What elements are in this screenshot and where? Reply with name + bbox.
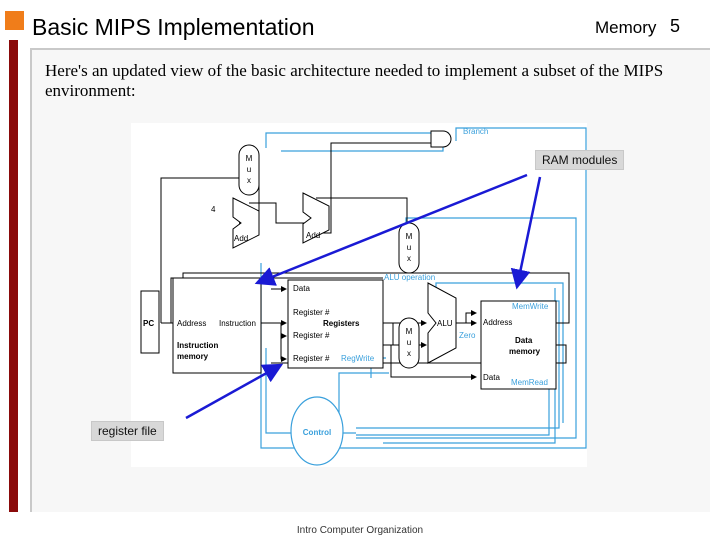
svg-text:Register #: Register # [293,354,330,363]
pc-mux: M u x [238,144,260,196]
svg-text:Data: Data [483,373,500,382]
svg-text:Address: Address [483,318,512,327]
svg-text:ALU: ALU [437,319,453,328]
program-counter: PC [140,290,160,354]
svg-text:PC: PC [143,319,154,328]
branch-label: Branch [463,127,488,136]
svg-text:MemWrite: MemWrite [512,302,549,311]
constant-four: 4 [211,205,216,214]
ram-modules-callout: RAM modules [535,150,625,170]
svg-text:Instruction: Instruction [177,341,218,350]
svg-text:Data: Data [515,336,533,345]
register-file: Data Register # Registers Register # Reg… [287,279,384,369]
regsrc-mux: M u x [398,317,420,369]
svg-text:x: x [407,349,411,358]
page-number: 5 [670,16,681,36]
svg-text:Registers: Registers [323,319,360,328]
svg-text:Add: Add [306,231,320,240]
svg-text:Control: Control [303,428,331,437]
slide-title: Basic MIPS Implementation [32,14,315,40]
arrow-to-instruction-memory [254,173,528,286]
svg-text:Add: Add [234,234,248,243]
arrow-to-register-file [185,363,284,420]
svg-text:x: x [247,176,251,185]
svg-text:Data: Data [293,284,310,293]
footer-text: Intro Computer Organization [296,525,424,536]
alu-operation-label: ALU operation [384,273,435,282]
intro-text: Here's an updated view of the basic arch… [45,61,664,100]
svg-text:Register #: Register # [293,331,330,340]
svg-text:u: u [407,243,411,252]
svg-text:RegWrite: RegWrite [341,354,375,363]
branch-and-gate [430,130,452,148]
adder-pc-plus-4: Add [232,197,260,249]
svg-text:Zero: Zero [459,331,476,340]
svg-text:x: x [407,254,411,263]
svg-text:Address: Address [177,319,206,328]
svg-text:u: u [247,165,251,174]
svg-text:M: M [406,232,413,241]
instruction-memory: Address Instruction Instruction memory [172,277,262,374]
svg-text:Instruction: Instruction [219,319,256,328]
left-accent-bar [9,40,18,512]
svg-text:memory: memory [177,352,209,361]
svg-text:Register #: Register # [293,308,330,317]
register-file-callout: register file [91,421,164,441]
section-label: Memory [595,18,657,37]
adder-branch-target: Add [302,192,330,244]
alu: ALU Zero [427,282,476,364]
control-unit: Control [290,396,344,466]
svg-text:MemRead: MemRead [511,378,548,387]
svg-text:memory: memory [509,347,541,356]
title-marker [5,11,24,30]
svg-text:M: M [246,154,253,163]
data-memory: MemWrite Address Data memory Data MemRea… [480,300,557,390]
arrow-to-data-memory [510,176,542,290]
svg-text:M: M [406,327,413,336]
svg-text:u: u [407,338,411,347]
